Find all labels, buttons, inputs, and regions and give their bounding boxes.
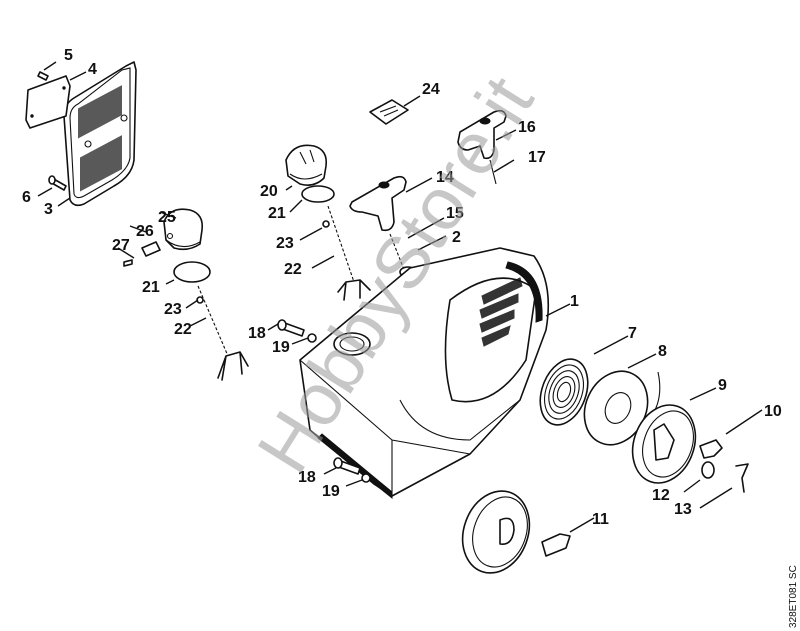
part-25-oil-cap bbox=[163, 208, 204, 251]
callout-20[interactable]: 20 bbox=[260, 183, 278, 200]
leader-lines bbox=[37, 61, 763, 533]
part-16-grip bbox=[457, 109, 507, 160]
part-26-sleeve bbox=[141, 241, 161, 257]
part-18-screw bbox=[277, 319, 305, 337]
part-3-filter-cover bbox=[63, 61, 137, 207]
callout-6[interactable]: 6 bbox=[22, 189, 31, 206]
part-23-screw bbox=[322, 220, 330, 228]
callout-2[interactable]: 2 bbox=[452, 229, 461, 246]
callout-23[interactable]: 23 bbox=[276, 235, 294, 252]
grille-pattern bbox=[78, 85, 122, 192]
part-21-o-ring bbox=[301, 185, 335, 203]
callout-4[interactable]: 4 bbox=[88, 61, 97, 78]
part-22-chain-lower bbox=[197, 285, 249, 381]
callout-26[interactable]: 26 bbox=[136, 223, 154, 240]
callout-14[interactable]: 14 bbox=[436, 169, 454, 186]
part-17-rope bbox=[489, 159, 497, 185]
callout-1[interactable]: 1 bbox=[570, 293, 579, 310]
part-5-pin bbox=[37, 71, 49, 81]
callout-11[interactable]: 11 bbox=[592, 511, 609, 528]
part-12-washer bbox=[701, 461, 715, 479]
callout-18-lower[interactable]: 18 bbox=[298, 469, 316, 486]
callout-22-lower[interactable]: 22 bbox=[174, 321, 192, 338]
callout-23-lower[interactable]: 23 bbox=[164, 301, 182, 318]
part-14-grip bbox=[349, 175, 407, 232]
part-4-plate bbox=[25, 75, 71, 129]
callout-16[interactable]: 16 bbox=[518, 119, 536, 136]
part-6-screw bbox=[48, 175, 67, 191]
part-7-rewind-spring bbox=[539, 358, 589, 426]
callout-22[interactable]: 22 bbox=[284, 261, 302, 278]
reference-code: 328ET081 SC bbox=[788, 565, 799, 628]
part-22-chain bbox=[327, 205, 371, 301]
part-1-housing bbox=[299, 247, 550, 500]
callout-21-lower[interactable]: 21 bbox=[142, 279, 160, 296]
callout-13[interactable]: 13 bbox=[674, 501, 692, 518]
part-10-pawl bbox=[699, 439, 723, 459]
callout-18[interactable]: 18 bbox=[248, 325, 266, 342]
callout-21[interactable]: 21 bbox=[268, 205, 286, 222]
part-9-rope-rotor bbox=[631, 404, 697, 484]
callout-25[interactable]: 25 bbox=[158, 209, 176, 226]
callout-24[interactable]: 24 bbox=[422, 81, 440, 98]
part-11-rotor bbox=[461, 490, 531, 574]
part-11-pawl bbox=[541, 533, 571, 557]
callout-15[interactable]: 15 bbox=[446, 205, 464, 222]
callout-8[interactable]: 8 bbox=[658, 343, 667, 360]
callout-10[interactable]: 10 bbox=[764, 403, 782, 420]
part-27-pin bbox=[123, 259, 133, 267]
callout-27[interactable]: 27 bbox=[112, 237, 130, 254]
callout-5[interactable]: 5 bbox=[64, 47, 73, 64]
part-21-o-ring-lower bbox=[173, 261, 211, 283]
callout-9[interactable]: 9 bbox=[718, 377, 727, 394]
callout-19-lower[interactable]: 19 bbox=[322, 483, 340, 500]
callout-19[interactable]: 19 bbox=[272, 339, 290, 356]
part-20-fuel-cap bbox=[285, 144, 328, 186]
callout-7[interactable]: 7 bbox=[628, 325, 637, 342]
callout-12[interactable]: 12 bbox=[652, 487, 670, 504]
part-24-label bbox=[369, 99, 409, 125]
housing-fins bbox=[479, 277, 523, 347]
part-13-clip bbox=[735, 463, 749, 493]
callout-17[interactable]: 17 bbox=[528, 149, 546, 166]
callout-labels: 5 4 6 3 24 16 17 14 15 2 20 21 23 22 25 … bbox=[22, 47, 782, 528]
part-19-washer-lower bbox=[361, 473, 371, 483]
callout-3[interactable]: 3 bbox=[44, 201, 53, 218]
part-18-screw-lower bbox=[333, 457, 361, 475]
